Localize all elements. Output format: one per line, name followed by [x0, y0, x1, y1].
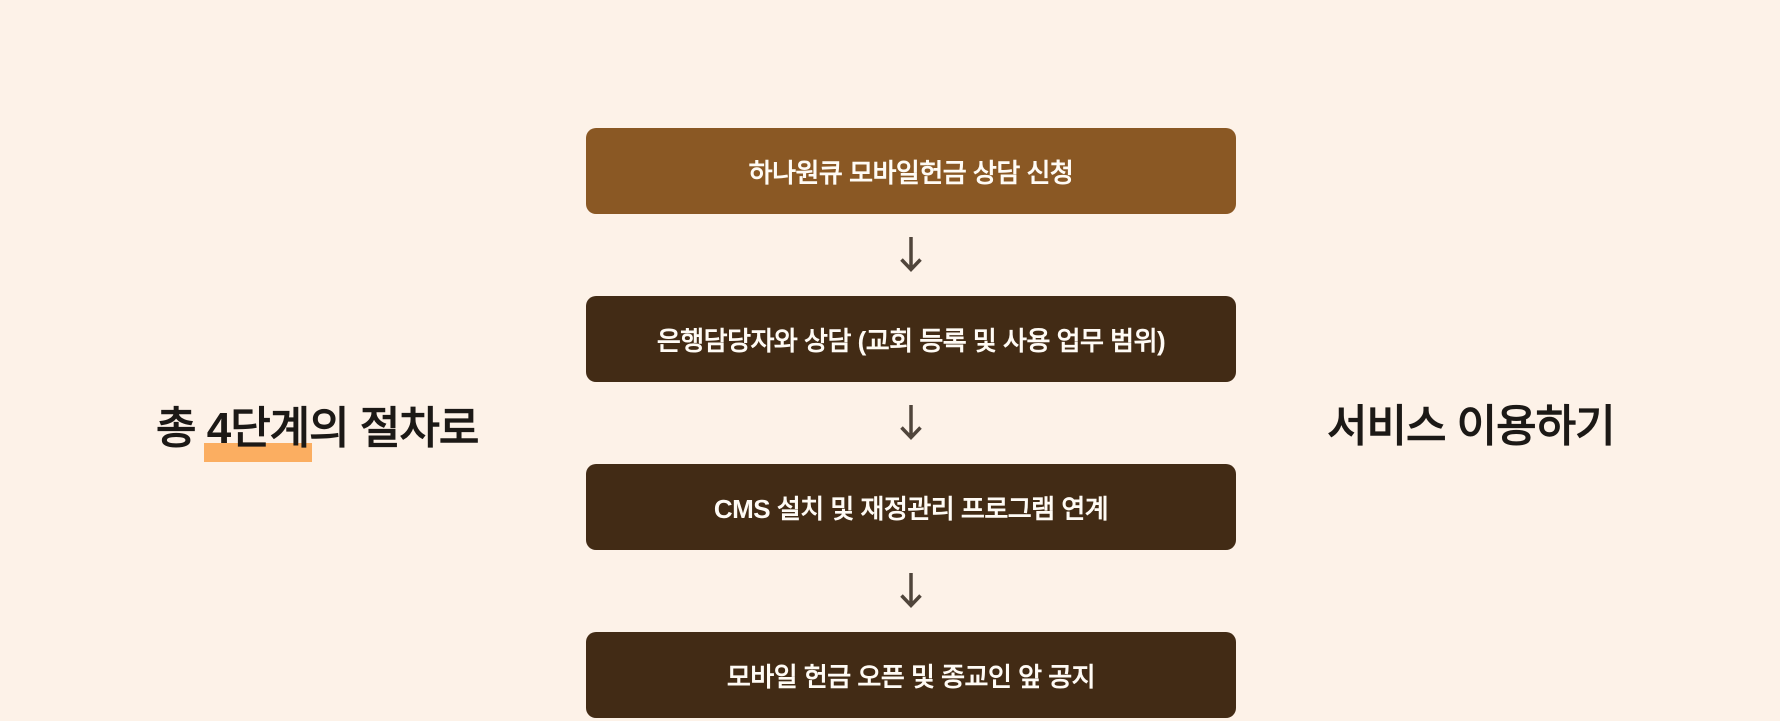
- step-count-suffix: 의 절차로: [309, 404, 479, 453]
- flow-step-4: 모바일 헌금 오픈 및 종교인 앞 공지: [586, 632, 1236, 718]
- down-arrow-icon: [898, 571, 924, 611]
- down-arrow-icon: [898, 403, 924, 443]
- step-count-highlighted: 4단계: [203, 404, 313, 462]
- step-count-headline: 총 4단계의 절차로: [156, 404, 479, 462]
- flow-step-2: 은행담당자와 상담 (교회 등록 및 사용 업무 범위): [586, 296, 1236, 382]
- highlight-marker: [203, 442, 313, 462]
- down-arrow-icon: [898, 235, 924, 275]
- service-usage-headline: 서비스 이용하기: [1327, 402, 1616, 451]
- flow-step-3: CMS 설치 및 재정관리 프로그램 연계: [586, 464, 1236, 550]
- step-count-prefix: 총: [156, 404, 207, 453]
- step-count-value: 4단계: [206, 404, 310, 453]
- flow-step-1: 하나원큐 모바일헌금 상담 신청: [586, 128, 1236, 214]
- flow-arrow-row: [586, 214, 1236, 296]
- flow-arrow-row: [586, 382, 1236, 464]
- flow-arrow-row: [586, 550, 1236, 632]
- process-flow: 하나원큐 모바일헌금 상담 신청 은행담당자와 상담 (교회 등록 및 사용 업…: [586, 128, 1236, 718]
